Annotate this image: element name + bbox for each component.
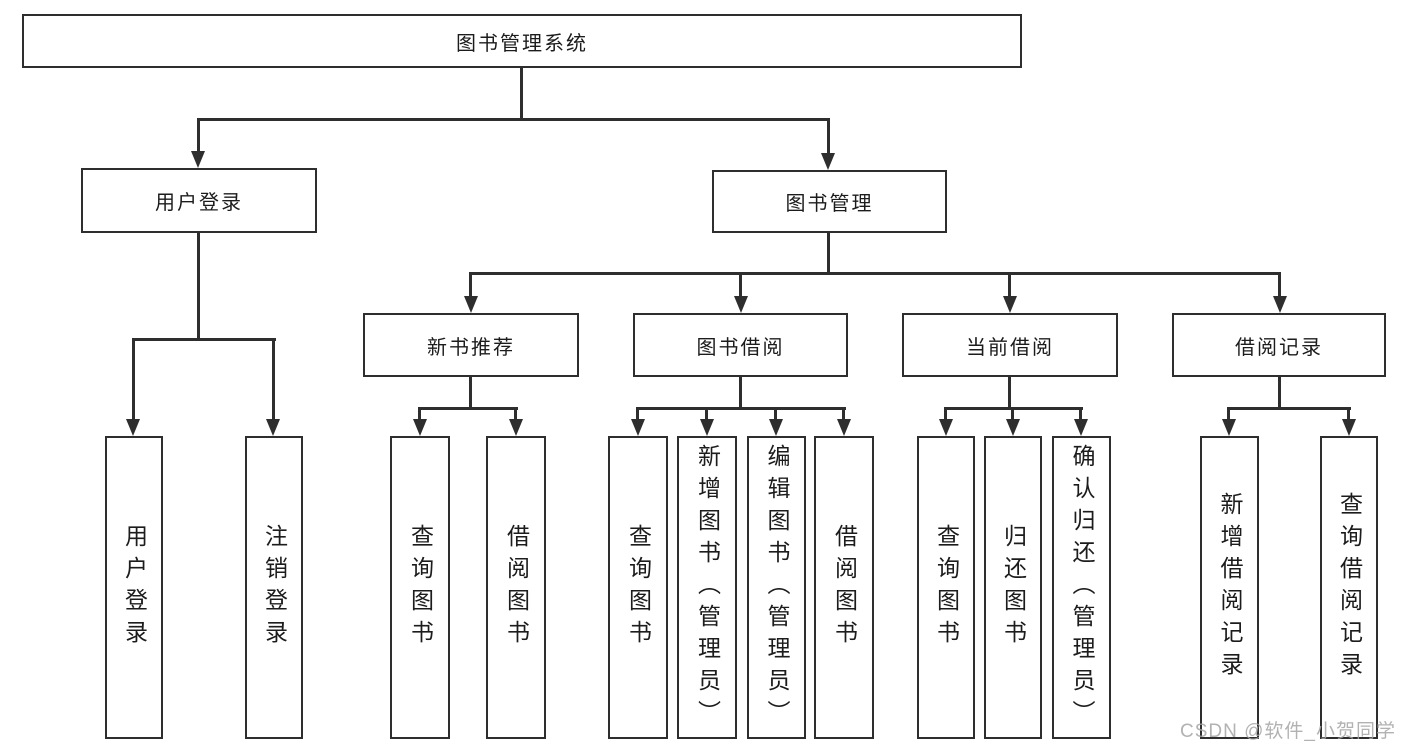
arrow-down-icon [126, 419, 140, 436]
node-label: 用户登录 [121, 523, 148, 652]
arrow-down-icon [837, 419, 851, 436]
node-leaf-confirm-return-admin: 确认归还（管理员） [1052, 436, 1111, 739]
arrow-down-icon [191, 151, 205, 168]
node-label: 查询图书 [933, 523, 960, 652]
arrow-down-icon [1273, 296, 1287, 313]
arrow-down-icon [821, 153, 835, 170]
node-leaf-return-books: 归还图书 [984, 436, 1042, 739]
node-label: 查询借阅记录 [1336, 491, 1363, 684]
connector-line [739, 272, 742, 298]
node-borrowing-records: 借阅记录 [1172, 313, 1386, 377]
connector-line [1011, 407, 1014, 420]
connector-line [514, 407, 517, 420]
connector-line [520, 68, 523, 118]
node-label: 新书推荐 [427, 336, 515, 359]
node-label: 确认归还（管理员） [1069, 443, 1095, 732]
connector-line [827, 233, 830, 275]
node-leaf-logout: 注销登录 [245, 436, 303, 739]
connector-line [739, 377, 742, 407]
node-label: 归还图书 [1000, 523, 1027, 652]
arrow-down-icon [734, 296, 748, 313]
connector-line [842, 407, 845, 420]
arrow-down-icon [1006, 419, 1020, 436]
connector-line [636, 407, 639, 420]
arrow-down-icon [1074, 419, 1088, 436]
node-leaf-query-books: 查询图书 [390, 436, 450, 739]
connector-line [1079, 407, 1082, 420]
connector-line [1008, 272, 1011, 298]
connector-line [944, 407, 947, 420]
connector-line [469, 377, 472, 407]
node-label: 编辑图书（管理员） [764, 443, 790, 732]
connector-line [1347, 407, 1350, 420]
node-label: 图书管理系统 [456, 32, 588, 55]
connector-line [1227, 407, 1230, 420]
connector-line [636, 407, 846, 410]
connector-line [469, 272, 1281, 275]
arrow-down-icon [464, 296, 478, 313]
connector-line [705, 407, 708, 420]
connector-line [774, 407, 777, 420]
connector-line [1278, 272, 1281, 298]
node-label: 查询图书 [407, 523, 434, 652]
node-leaf-add-books-admin: 新增图书（管理员） [677, 436, 737, 739]
connector-line [827, 118, 830, 154]
connector-line [1008, 377, 1011, 407]
arrow-down-icon [1003, 296, 1017, 313]
node-leaf-edit-books-admin: 编辑图书（管理员） [747, 436, 806, 739]
arrow-down-icon [631, 419, 645, 436]
node-leaf-query-borrow-record: 查询借阅记录 [1320, 436, 1378, 739]
node-label: 查询图书 [625, 523, 652, 652]
node-label: 借阅图书 [503, 523, 530, 652]
connector-line [469, 272, 472, 298]
arrow-down-icon [1222, 419, 1236, 436]
connector-line [132, 338, 276, 341]
node-user-login: 用户登录 [81, 168, 317, 233]
node-leaf-user-login: 用户登录 [105, 436, 163, 739]
node-current-borrowing: 当前借阅 [902, 313, 1118, 377]
connector-line [418, 407, 421, 420]
node-book-borrowing: 图书借阅 [633, 313, 848, 377]
node-library-management-system: 图书管理系统 [22, 14, 1022, 68]
node-label: 注销登录 [261, 523, 288, 652]
node-leaf-add-borrow-record: 新增借阅记录 [1200, 436, 1259, 739]
connector-line [197, 118, 830, 121]
connector-line [418, 407, 518, 410]
node-label: 新增图书（管理员） [694, 443, 721, 732]
connector-line [197, 233, 200, 338]
connector-line [1278, 377, 1281, 407]
node-leaf-query-books: 查询图书 [917, 436, 975, 739]
arrow-down-icon [413, 419, 427, 436]
connector-line [132, 338, 135, 422]
node-book-management: 图书管理 [712, 170, 947, 233]
connector-line [197, 118, 200, 152]
node-new-book-recommendation: 新书推荐 [363, 313, 579, 377]
connector-line [1227, 407, 1351, 410]
arrow-down-icon [939, 419, 953, 436]
arrow-down-icon [1342, 419, 1356, 436]
arrow-down-icon [509, 419, 523, 436]
arrow-down-icon [266, 419, 280, 436]
node-label: 新增借阅记录 [1217, 491, 1243, 684]
node-label: 借阅记录 [1235, 336, 1323, 359]
node-label: 图书借阅 [696, 336, 785, 359]
node-label: 当前借阅 [966, 336, 1054, 359]
node-leaf-query-books: 查询图书 [608, 436, 668, 739]
node-label: 借阅图书 [831, 523, 858, 652]
node-label: 图书管理 [785, 193, 874, 215]
arrow-down-icon [700, 419, 714, 436]
node-label: 用户登录 [155, 192, 243, 214]
node-leaf-borrow-books: 借阅图书 [486, 436, 546, 739]
arrow-down-icon [769, 419, 783, 436]
csdn-watermark: CSDN @软件_小贺同学 [1180, 721, 1396, 742]
connector-line [272, 338, 275, 422]
node-leaf-borrow-books: 借阅图书 [814, 436, 874, 739]
